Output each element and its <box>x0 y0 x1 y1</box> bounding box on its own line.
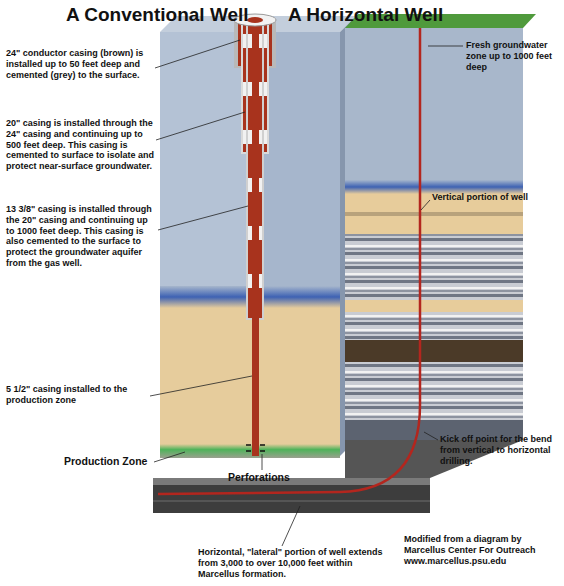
rock-band <box>345 212 523 216</box>
leader-line <box>424 432 438 440</box>
leader-lines <box>150 40 463 546</box>
dark-shale-band <box>345 340 523 362</box>
casing-5 <box>252 20 259 456</box>
leader-line <box>155 40 240 68</box>
production-zone <box>160 444 340 458</box>
callout-note: Vertical portion of well <box>432 192 558 203</box>
aquifer-band <box>345 180 523 194</box>
credit-note: Modified from a diagram by Marcellus Cen… <box>404 534 562 566</box>
perforations <box>246 445 265 451</box>
callout-note: 20" casing is installed through the 24" … <box>6 118 156 172</box>
leader-line <box>158 206 248 230</box>
perforation <box>260 444 265 446</box>
zone-label: Production Zone <box>64 455 164 468</box>
leader-line <box>154 452 185 462</box>
callout-note: Kick off point for the bend from vertica… <box>440 434 560 466</box>
rock-band <box>345 300 523 312</box>
shale-layers <box>345 234 523 440</box>
well-bore <box>247 17 263 23</box>
perforation <box>246 450 251 452</box>
leader-line <box>262 454 263 470</box>
panel-heading: A Conventional Well <box>66 4 276 27</box>
callout-label: Perforations <box>228 471 338 484</box>
leader-line <box>282 506 300 546</box>
leader-line <box>150 376 252 396</box>
slab-texture <box>153 500 430 502</box>
leader-line <box>156 112 245 140</box>
perforation <box>260 450 265 452</box>
perforation <box>246 444 251 446</box>
callout-note: 5 1/2" casing installed to the productio… <box>6 384 152 406</box>
well-bore <box>158 28 420 494</box>
callout-note: Fresh groundwater zone up to 1000 feet d… <box>466 40 562 72</box>
leader-line <box>428 46 463 47</box>
callout-note: 24" conductor casing (brown) is installe… <box>6 48 156 80</box>
callout-note: Horizontal, "lateral" portion of well ex… <box>198 547 396 579</box>
marcellus-slab <box>153 485 430 513</box>
panel-heading: A Horizontal Well <box>288 4 488 27</box>
leader-line <box>421 200 430 210</box>
cutaway-face <box>160 32 254 294</box>
callout-note: 13 3/8" casing is installed through the … <box>6 204 158 269</box>
